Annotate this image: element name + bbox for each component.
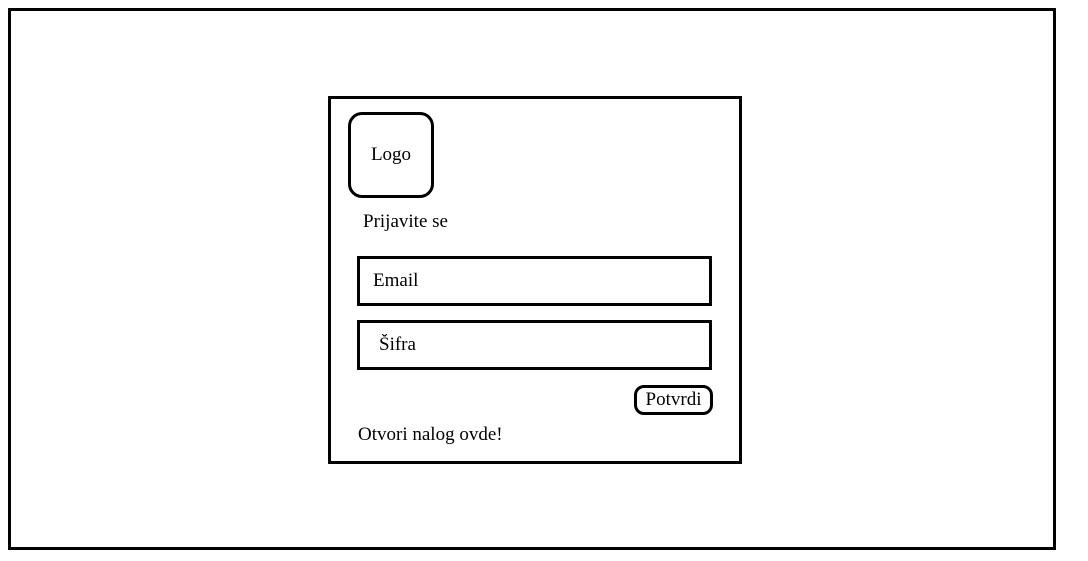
logo-label: Logo: [370, 144, 412, 165]
login-card: [328, 96, 742, 464]
email-field[interactable]: [357, 256, 712, 306]
logo: Logo: [348, 112, 434, 198]
login-heading: Prijavite se: [363, 211, 448, 232]
password-field[interactable]: [357, 320, 712, 370]
page-frame: [8, 8, 1056, 550]
submit-button[interactable]: Potvrdi: [634, 385, 713, 415]
register-link[interactable]: Otvori nalog ovde!: [358, 424, 503, 445]
